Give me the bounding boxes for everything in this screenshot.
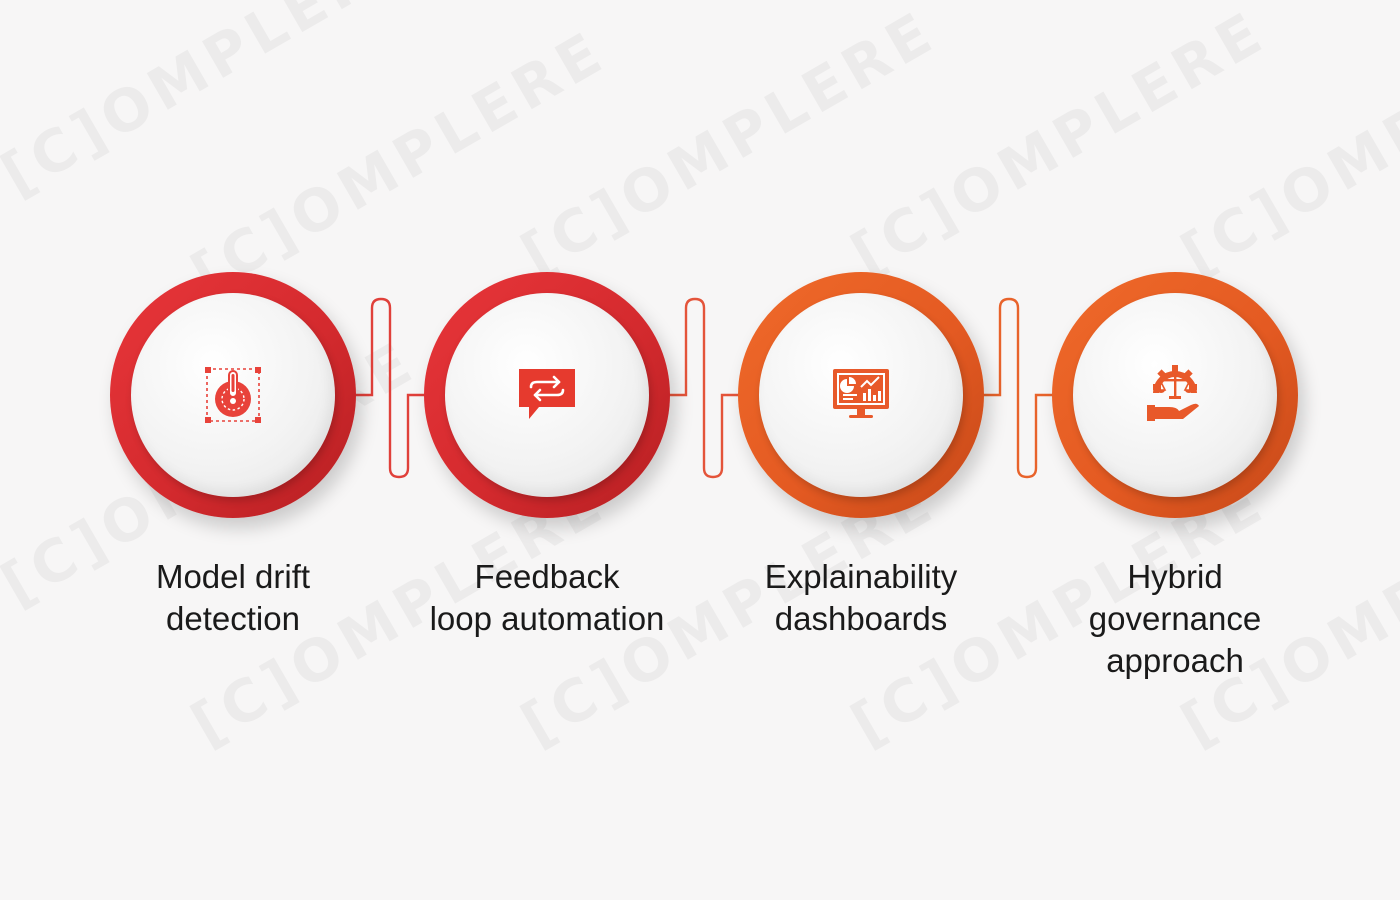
feedback-loop-chat-icon [517, 365, 577, 425]
step-label-line: Model drift [155, 558, 311, 595]
drift-detection-icon [203, 365, 263, 425]
step-label-line: dashboards [774, 600, 948, 637]
connector-2-3 [664, 297, 744, 479]
step-label: Model drift detection [70, 556, 396, 640]
connector-3-4 [978, 297, 1058, 479]
step-label-line: governance [1088, 600, 1262, 637]
connector-1-2 [350, 297, 430, 479]
step-label-line: loop automation [429, 600, 665, 637]
step-label-line: Hybrid [1127, 558, 1223, 595]
step-label: Hybrid governance approach [1012, 556, 1338, 682]
step-label-line: Explainability [764, 558, 958, 595]
step-label: Explainability dashboards [698, 556, 1024, 640]
dashboard-monitor-icon [831, 365, 891, 425]
step-label-line: approach [1106, 642, 1244, 679]
step-label-line: Feedback [474, 558, 620, 595]
step-label: Feedback loop automation [384, 556, 710, 640]
governance-gear-scale-icon [1145, 365, 1205, 425]
step-label-line: detection [166, 600, 300, 637]
